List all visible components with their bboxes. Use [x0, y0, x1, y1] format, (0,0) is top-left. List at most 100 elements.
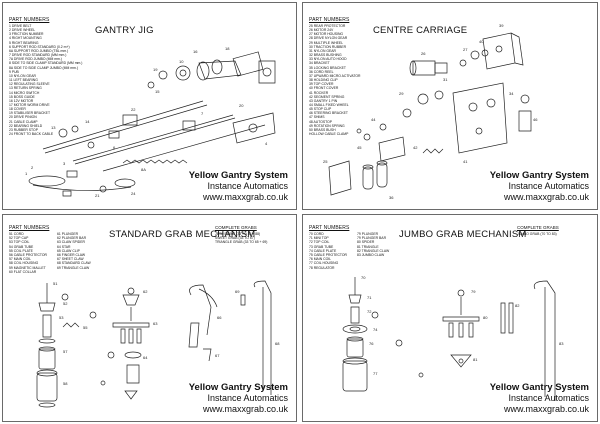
svg-text:46: 46 [533, 117, 538, 122]
part-item: 83 JUMBO CLAW [357, 253, 385, 258]
svg-text:8A: 8A [141, 167, 146, 172]
svg-text:19: 19 [153, 67, 158, 72]
part-item: 37 UPWARD MICRO ACTIVATOR [309, 73, 361, 78]
part-item: 76 MAIN COIL [309, 257, 332, 262]
svg-text:31: 31 [443, 77, 448, 82]
complete-grabs-heading: COMPLETE GRABS [517, 225, 559, 230]
part-item: 24 FRONT TO BACK CABLE [9, 132, 54, 137]
part-item: 79 PLUNGER [357, 232, 379, 236]
brand-block: Yellow Gantry System Instance Automatics… [189, 382, 288, 415]
part-item: 7A DRIVE ROD JUMBO (MM mm.) [9, 57, 62, 62]
complete-grab-item: JETO PRIME (33 TO 33 + 88) [215, 232, 261, 236]
part-item: 8 SIDE TO SIDE CLAMP STANDARD (MM mm.) [9, 61, 83, 66]
brand-block: Yellow Gantry System Instance Automatics… [490, 382, 589, 415]
part-item: 66 FINGER CLAW [57, 253, 86, 258]
svg-text:21: 21 [95, 193, 100, 198]
part-item: 65 CLAW CLIP [57, 248, 80, 253]
svg-text:63: 63 [153, 321, 158, 326]
part-item: 39 TOP COVER [309, 82, 334, 87]
part-item: 55 COIL PLATE [9, 248, 33, 253]
part-item: 52 TOP CAP [9, 236, 29, 241]
svg-text:71: 71 [367, 295, 372, 300]
brand-name: Yellow Gantry System [489, 382, 589, 393]
brand-name: Yellow Gantry System [188, 382, 288, 393]
brand-url: www.maxxgrab.co.uk [202, 404, 288, 414]
svg-text:2: 2 [31, 165, 34, 170]
part-item: 20 DRIVE PINION [9, 115, 37, 120]
parts-heading: PART NUMBERS [309, 225, 350, 231]
svg-text:83: 83 [559, 341, 564, 346]
part-item: 27 MOTOR HOUSING [309, 32, 344, 37]
brand-name: Yellow Gantry System [489, 170, 589, 181]
part-item: 31 NYLON GEAR [309, 48, 336, 53]
part-item: 33 NYLON AUTO HOOD [309, 57, 347, 62]
svg-text:64: 64 [143, 355, 148, 360]
svg-text:15: 15 [155, 89, 160, 94]
svg-text:66: 66 [217, 315, 222, 320]
part-item: 32 BRASS BUSHING [309, 53, 342, 58]
part-item: 36 CORD REEL [309, 69, 334, 74]
part-item: 45 STOP CLIP [309, 107, 332, 112]
part-item: 64 STAR [57, 244, 71, 249]
svg-text:69: 69 [235, 289, 240, 294]
part-item: 43 GANTRY 1 PIN [309, 98, 338, 103]
svg-text:34: 34 [509, 91, 514, 96]
part-item: 74 CABLE PLATE [309, 248, 337, 253]
svg-text:72: 72 [367, 309, 372, 314]
part-item: 15 BOSS GUIDE [9, 94, 35, 99]
complete-grabs-list: JUMBO GRAB (70 TO 83) [517, 232, 557, 236]
svg-text:44: 44 [371, 117, 376, 122]
svg-text:68: 68 [275, 341, 280, 346]
svg-text:82: 82 [515, 303, 520, 308]
part-item: 35 LOCKING BRACKET [309, 65, 346, 70]
svg-text:18: 18 [225, 46, 230, 51]
svg-text:36: 36 [389, 195, 394, 200]
part-item: 13 RETURN SPRING [9, 86, 42, 91]
part-item: 61 PLUNGER [57, 232, 79, 236]
part-item: 34 BRACKET [309, 61, 330, 66]
part-item: 40 FRONT COVER [309, 86, 339, 91]
svg-text:24: 24 [131, 191, 136, 196]
part-item: 9 PUB [9, 69, 19, 74]
part-item: 54 GRAB TUBE [9, 244, 34, 249]
part-item: 21 CABLE CLAMP [9, 119, 38, 124]
part-item: 79 PLUNGER BAR [357, 236, 387, 241]
part-item: 50 BRASS BUSH [309, 127, 336, 132]
brand-company: Instance Automatics [207, 181, 288, 191]
part-item: 73 GRAB TUBE [309, 244, 334, 249]
svg-text:53: 53 [59, 315, 64, 320]
svg-text:40: 40 [479, 39, 484, 44]
svg-text:3: 3 [63, 161, 66, 166]
part-item: 26 MOTOR 24V [309, 28, 334, 33]
part-item: 6A SUPPORT ROD JUMBO (TBL mm.) [9, 48, 69, 53]
svg-text:22: 22 [131, 107, 136, 112]
part-item: 75 CABLE PROTECTOR [309, 253, 347, 258]
part-item: 38 HOLDING CLIP [309, 78, 338, 83]
part-item: 70 CORD [309, 232, 324, 236]
panel-title: JUMBO GRAB MECHANISM [399, 229, 527, 240]
part-item: 47 SHIMS [309, 115, 325, 120]
svg-text:7: 7 [201, 111, 204, 116]
part-item: 81 TRIANGLE [357, 244, 379, 249]
part-item: 67 SHEET CLAW [57, 257, 84, 262]
part-item: 8A SIDE TO SIDE CLAMP JUMBO (MM mm.) [9, 65, 78, 70]
svg-text:57: 57 [63, 349, 68, 354]
part-item: 72 TOP COIL [309, 240, 330, 245]
part-item: 1 DRIVE BELT [9, 24, 32, 28]
part-item: 60 FLAT COLLAR [9, 269, 37, 274]
svg-text:29: 29 [399, 91, 404, 96]
part-item: 17 MOTOR WORM DRIVE [9, 102, 50, 107]
part-item: 6 SUPPORT ROD STANDARD (0.2 m+) [9, 44, 70, 49]
